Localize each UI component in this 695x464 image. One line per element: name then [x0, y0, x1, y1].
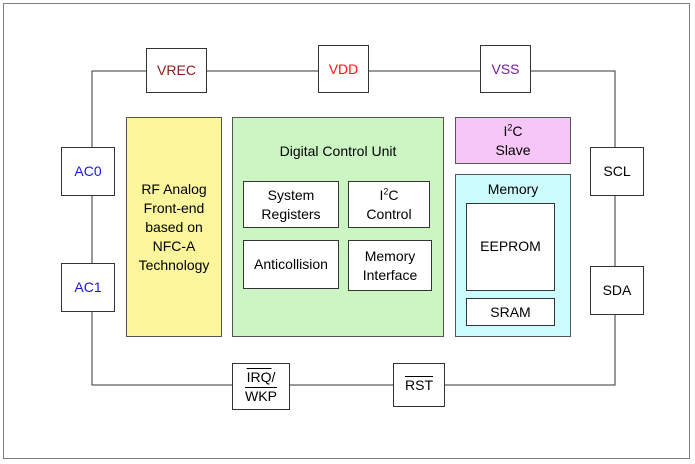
- pin-vdd: VDD: [318, 45, 369, 93]
- pin-ac0: AC0: [61, 147, 115, 196]
- i2c-control-c: C: [388, 186, 399, 203]
- pin-scl-label: SCL: [603, 163, 631, 179]
- pin-vss-label: VSS: [491, 60, 520, 77]
- sysreg-line-1: System: [267, 186, 315, 203]
- rf-line-4: NFC-A: [152, 237, 196, 254]
- pin-irq-wkp: IRQ/ WKP: [232, 363, 290, 410]
- pin-irq-slash: /: [271, 368, 276, 385]
- i2c-slave-i: I: [503, 122, 508, 139]
- pin-wkp-line: WKP: [245, 387, 277, 406]
- memory-interface-block: Memory Interface: [348, 240, 432, 291]
- i2c-control-sup: 2: [383, 185, 389, 196]
- i2c-slave-line-1: I2C: [503, 122, 522, 141]
- i2c-control-line-1: I2C: [379, 186, 398, 205]
- pin-irq-line: IRQ/: [247, 368, 276, 387]
- pin-ac1: AC1: [61, 263, 115, 312]
- i2c-slave-sup: 2: [507, 121, 513, 132]
- pin-irq-label: IRQ: [246, 368, 272, 385]
- eeprom-label: EEPROM: [480, 238, 541, 254]
- sysreg-line-2: Registers: [261, 205, 321, 222]
- pin-sda-label: SDA: [602, 282, 632, 298]
- rf-line-2: Front-end: [143, 199, 205, 216]
- dcu-title: Digital Control Unit: [279, 143, 397, 159]
- i2c-control-i: I: [379, 186, 384, 203]
- sram-label: SRAM: [490, 303, 531, 320]
- rf-analog-frontend-block: RF Analog Front-end based on NFC-A Techn…: [126, 117, 222, 337]
- anticollision-label: Anticollision: [254, 256, 328, 272]
- system-registers-block: System Registers: [243, 181, 339, 228]
- pin-wkp-label: WKP: [245, 387, 277, 404]
- pin-vdd-label: VDD: [328, 60, 359, 77]
- i2c-slave-block: I2C Slave: [455, 117, 571, 164]
- pin-rst: RST: [393, 363, 445, 407]
- memory-title: Memory: [487, 181, 539, 197]
- pin-vrec-label: VREC: [157, 62, 196, 78]
- pin-sda: SDA: [590, 266, 644, 315]
- memif-line-1: Memory: [364, 247, 416, 264]
- rf-line-1: RF Analog: [141, 180, 207, 197]
- pin-ac0-label: AC0: [74, 163, 102, 179]
- i2c-slave-c: C: [512, 122, 523, 139]
- anticollision-block: Anticollision: [243, 240, 339, 289]
- memif-line-2: Interface: [362, 266, 418, 283]
- pin-ac1-label: AC1: [74, 279, 102, 295]
- pin-vrec: VREC: [146, 48, 207, 93]
- pin-scl: SCL: [590, 147, 644, 196]
- sram-block: SRAM: [466, 298, 555, 326]
- i2c-control-line-2: Control: [366, 205, 412, 222]
- pin-vss: VSS: [480, 45, 531, 93]
- pin-rst-label: RST: [405, 376, 433, 393]
- rf-line-3: based on: [145, 218, 203, 235]
- i2c-slave-line-2: Slave: [495, 141, 531, 158]
- eeprom-block: EEPROM: [466, 203, 555, 291]
- i2c-control-block: I2C Control: [348, 181, 430, 228]
- rf-line-5: Technology: [138, 256, 210, 273]
